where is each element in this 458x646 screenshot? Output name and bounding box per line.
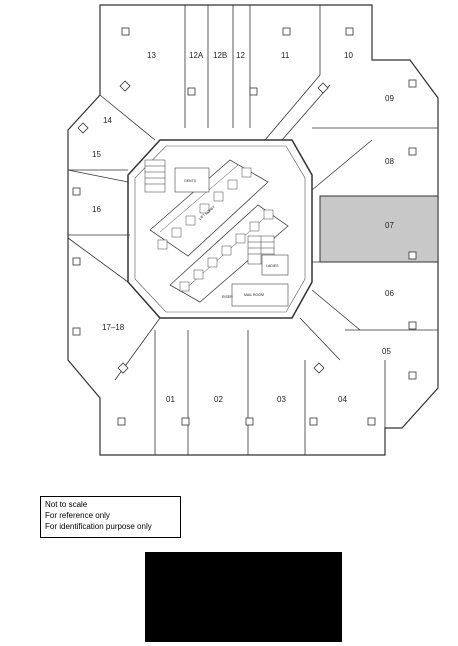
- unit-07-highlight[interactable]: [319, 195, 439, 263]
- gents-room: [174, 167, 210, 193]
- redaction-block: [145, 552, 342, 642]
- core-inner: [134, 145, 306, 313]
- disclaimer-line-3: For identification purpose only: [45, 522, 152, 531]
- lift-cars: [157, 167, 274, 292]
- unit-label-15[interactable]: 15: [92, 150, 101, 159]
- disclaimer-box: Not to scale For reference only For iden…: [40, 496, 181, 538]
- unit-label-01[interactable]: 01: [166, 395, 175, 404]
- unit-partitions: [68, 5, 438, 455]
- diamond-columns: [77, 80, 329, 374]
- unit-label-10[interactable]: 10: [344, 51, 353, 60]
- riser-label: RISER: [222, 295, 233, 299]
- structural-columns: [72, 27, 417, 426]
- unit-label-06[interactable]: 06: [385, 289, 394, 298]
- stair-blocks: [144, 159, 275, 265]
- disclaimer-line-2: For reference only: [45, 511, 110, 520]
- unit-label-14[interactable]: 14: [103, 116, 112, 125]
- unit-label-16[interactable]: 16: [92, 205, 101, 214]
- unit-label-12a[interactable]: 12A: [189, 51, 204, 60]
- mail-room-label: MAIL ROOM: [244, 293, 264, 297]
- gents-label: GENTS: [184, 179, 197, 183]
- floor-plan: LIFT LOBBY MAIL ROOM RISER GENTS LADIES: [67, 4, 439, 456]
- mail-room: [231, 283, 289, 307]
- unit-label-02[interactable]: 02: [214, 395, 223, 404]
- unit-label-03[interactable]: 03: [277, 395, 286, 404]
- unit-label-04[interactable]: 04: [338, 395, 347, 404]
- unit-label-11[interactable]: 11: [281, 51, 290, 60]
- unit-label-08[interactable]: 08: [385, 157, 394, 166]
- ladies-label: LADIES: [266, 264, 279, 268]
- unit-label-12b[interactable]: 12B: [213, 51, 227, 60]
- unit-label-13[interactable]: 13: [147, 51, 156, 60]
- unit-label-09[interactable]: 09: [385, 94, 394, 103]
- disclaimer-line-1: Not to scale: [45, 500, 88, 509]
- unit-label-05[interactable]: 05: [382, 347, 391, 356]
- unit-label-07[interactable]: 07: [385, 221, 394, 230]
- unit-label-17-18[interactable]: 17–18: [102, 323, 125, 332]
- unit-label-12[interactable]: 12: [236, 51, 245, 60]
- ladies-room: [261, 254, 289, 276]
